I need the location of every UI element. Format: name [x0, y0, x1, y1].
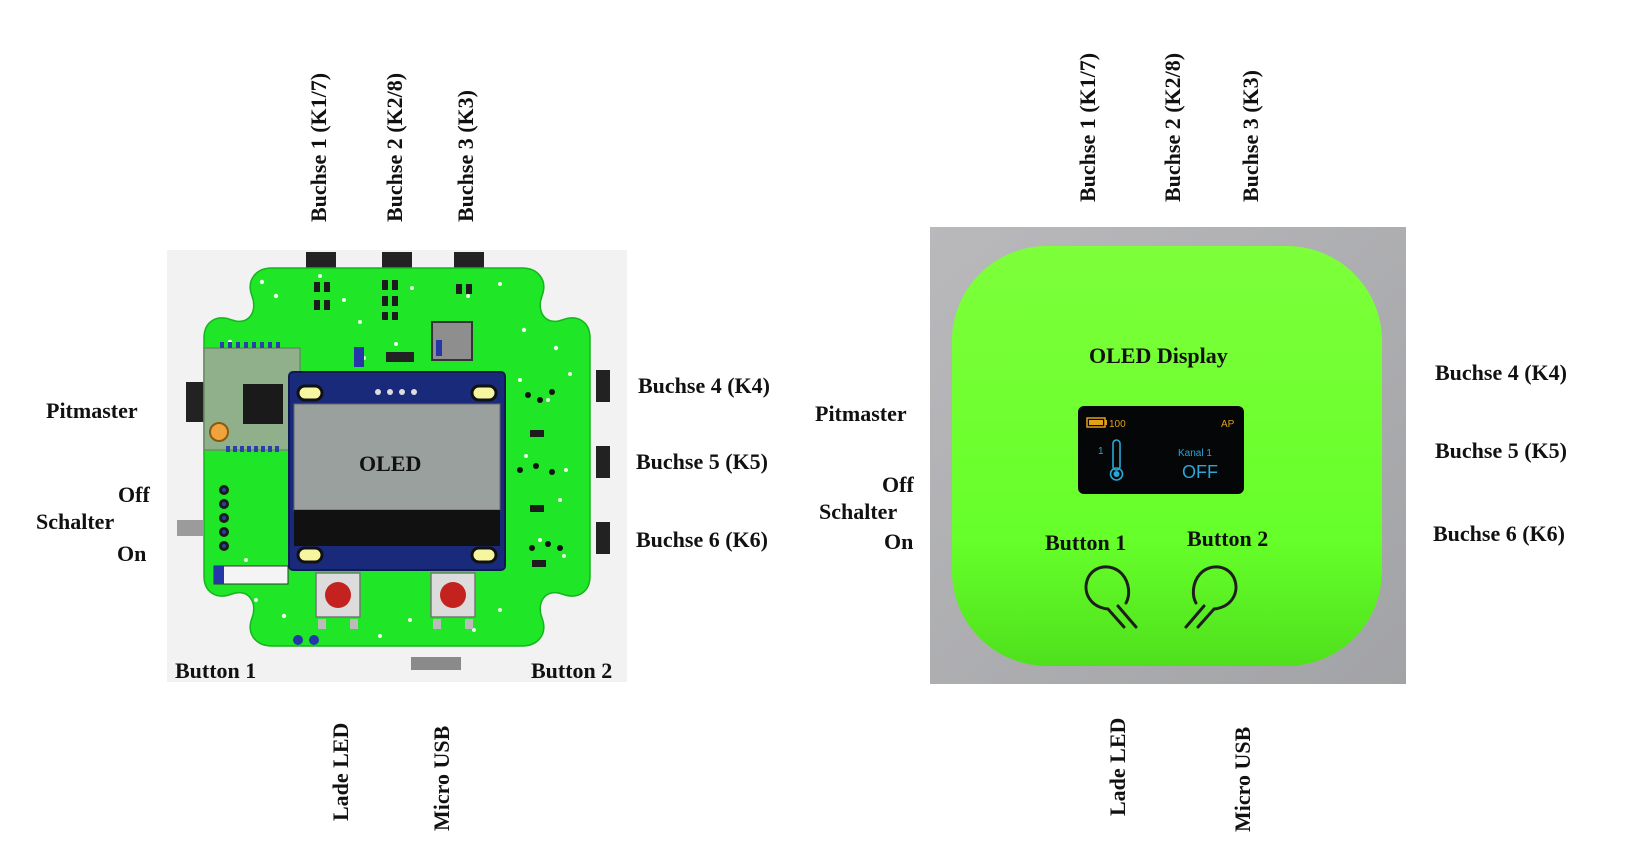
- right-label-switch: Schalter: [819, 501, 897, 523]
- right-label-buchse-3: Buchse 3 (K3): [1240, 70, 1262, 202]
- right-label-switch-off: Off: [882, 474, 914, 496]
- screen-mode: AP: [1221, 419, 1235, 430]
- left-label-buchse-6: Buchse 6 (K6): [636, 529, 768, 551]
- left-label-button-1: Button 1: [175, 660, 256, 682]
- pcb-diode: [386, 352, 414, 362]
- left-label-buchse-3: Buchse 3 (K3): [455, 90, 477, 222]
- right-label-buchse-5: Buchse 5 (K5): [1435, 440, 1567, 462]
- left-label-buchse-4: Buchse 4 (K4): [638, 375, 770, 397]
- right-label-lade-led: Lade LED: [1107, 718, 1129, 816]
- left-label-oled: OLED: [359, 453, 421, 475]
- left-label-pitmaster: Pitmaster: [46, 400, 138, 422]
- pcb-battery-connector: [214, 566, 288, 584]
- pcb-right-jacks: [596, 370, 610, 554]
- right-label-buchse-2: Buchse 2 (K2/8): [1162, 53, 1184, 202]
- left-label-lade-led: Lade LED: [330, 723, 352, 821]
- left-label-switch: Schalter: [36, 511, 114, 533]
- case-photo: [930, 227, 1406, 684]
- pcb-switch-lever: [177, 520, 203, 536]
- right-label-button-1: Button 1: [1045, 532, 1126, 554]
- left-label-switch-on: On: [117, 543, 146, 565]
- pcb-wifi-module: [204, 342, 300, 452]
- screen-status: OFF: [1182, 462, 1218, 482]
- screen-channel-number: 1: [1098, 446, 1104, 457]
- screen-channel-name: Kanal 1: [1178, 448, 1212, 459]
- left-label-buchse-5: Buchse 5 (K5): [636, 451, 768, 473]
- left-label-buchse-2: Buchse 2 (K2/8): [384, 73, 406, 222]
- right-label-switch-on: On: [884, 531, 913, 553]
- right-label-pitmaster: Pitmaster: [815, 403, 907, 425]
- left-label-micro-usb: Micro USB: [431, 726, 453, 831]
- screen-battery-value: 100: [1109, 419, 1126, 430]
- right-label-buchse-1: Buchse 1 (K1/7): [1077, 53, 1099, 202]
- pcb-micro-usb: [411, 657, 461, 670]
- left-label-buchse-1: Buchse 1 (K1/7): [308, 73, 330, 222]
- right-label-buchse-4: Buchse 4 (K4): [1435, 362, 1567, 384]
- pcb-blue-part: [354, 347, 364, 367]
- left-label-button-2: Button 2: [531, 660, 612, 682]
- pcb-top-jacks: [306, 252, 484, 268]
- right-label-oled-display: OLED Display: [1089, 345, 1228, 367]
- right-label-buchse-6: Buchse 6 (K6): [1433, 523, 1565, 545]
- left-label-switch-off: Off: [118, 484, 150, 506]
- right-label-micro-usb: Micro USB: [1232, 727, 1254, 832]
- pcb-pitmaster-jack: [186, 382, 204, 422]
- right-label-button-2: Button 2: [1187, 528, 1268, 550]
